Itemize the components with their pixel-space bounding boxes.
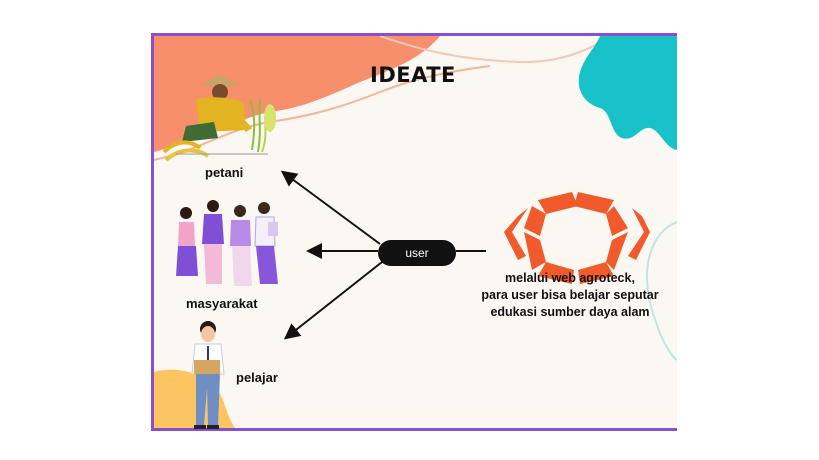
node-label-masyarakat: masyarakat bbox=[186, 296, 258, 311]
description-line-3: edukasi sumber daya alam bbox=[490, 305, 650, 319]
arrow-to-pelajar bbox=[283, 261, 383, 340]
node-label-petani: petani bbox=[205, 165, 244, 180]
pink-wave-line bbox=[379, 36, 611, 64]
student-icon bbox=[191, 321, 225, 429]
arrow-to-petani bbox=[280, 170, 381, 245]
description-line-1: melalui web agroteck, bbox=[505, 271, 635, 285]
orange-wave-line bbox=[154, 65, 491, 161]
user-node: user bbox=[378, 240, 456, 266]
description-text: melalui web agroteck, para user bisa bel… bbox=[470, 270, 670, 321]
farmer-icon bbox=[162, 74, 276, 162]
crowd-icon bbox=[176, 200, 278, 286]
page-title: IDEATE bbox=[370, 63, 456, 87]
yellow-blob bbox=[154, 369, 235, 428]
description-line-2: para user bisa belajar seputar bbox=[481, 288, 659, 302]
teal-blob bbox=[578, 36, 677, 150]
hexagon-logo-icon bbox=[504, 192, 650, 284]
node-label-pelajar: pelajar bbox=[236, 370, 278, 385]
teal-arc-line bbox=[645, 221, 677, 361]
